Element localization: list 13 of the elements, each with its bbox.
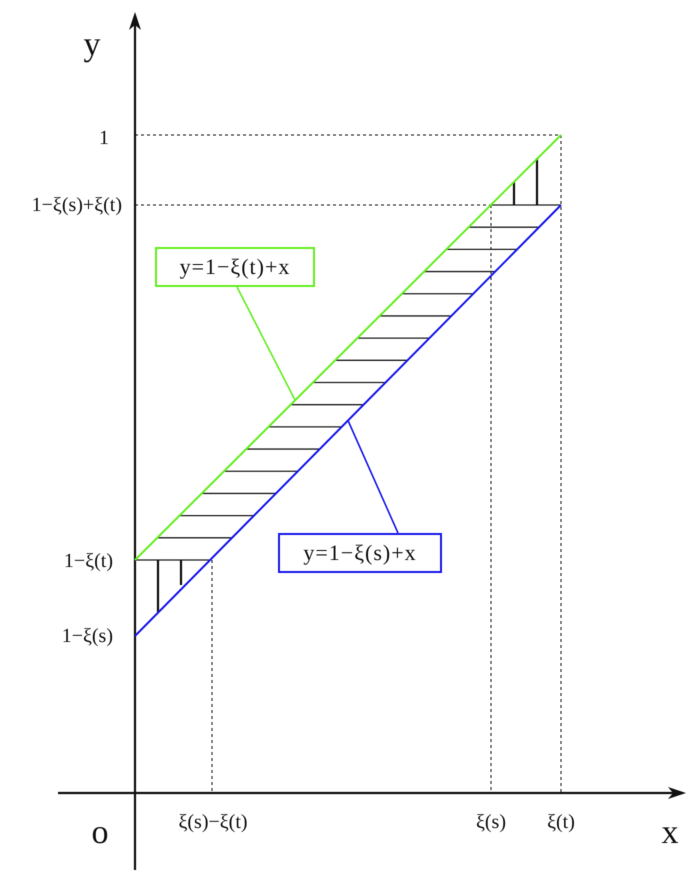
axis-label: x: [662, 816, 678, 850]
tick-label: 1−ξ(t): [64, 551, 113, 571]
tick-label: ξ(t): [547, 812, 575, 832]
tick-label: ξ(s): [476, 812, 506, 832]
tick-label: 1−ξ(s): [62, 626, 113, 646]
leader-line: [347, 420, 399, 534]
leader-line: [236, 286, 296, 400]
graph-line: [134, 204, 562, 637]
tick-label: ξ(s)−ξ(t): [178, 812, 248, 832]
tick-label: 1: [99, 128, 109, 148]
axis-label: y: [84, 28, 100, 62]
tick-label: 1−ξ(s)+ξ(t): [32, 195, 122, 215]
axis-label: o: [92, 816, 108, 850]
